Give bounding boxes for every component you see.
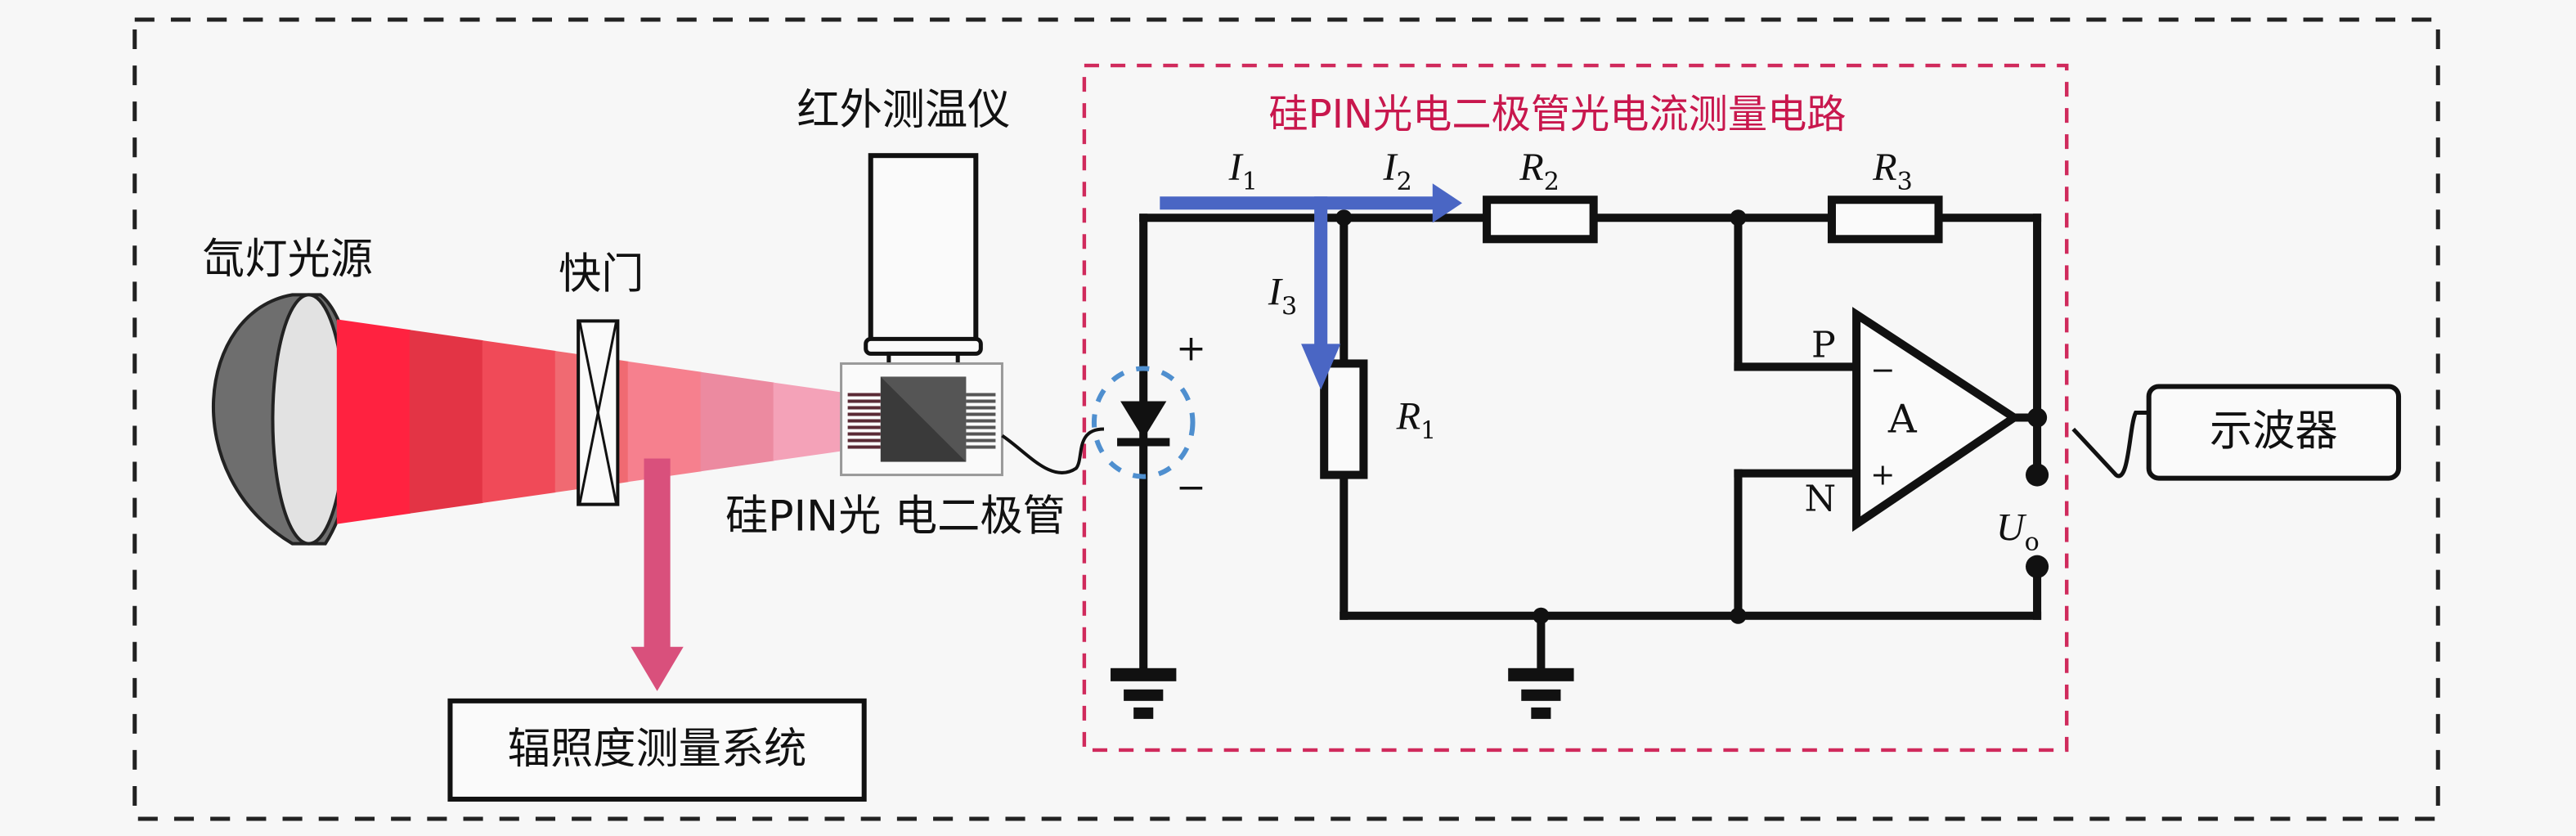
photodiode-label: 硅PIN光 电二极管	[725, 492, 1066, 542]
photodiode-pin	[966, 432, 996, 436]
beam-segment	[773, 382, 847, 461]
photodiode-pin	[847, 393, 881, 397]
current-label-i2: I2	[1383, 146, 1412, 196]
photodiode-pin	[847, 399, 881, 403]
arrowhead-i2	[1432, 183, 1462, 223]
beam-segment	[627, 361, 702, 483]
oscilloscope-label: 示波器	[2210, 407, 2338, 456]
output-terminal-bottom[interactable]	[2026, 555, 2049, 578]
arrowhead-i3	[1301, 344, 1341, 390]
oscilloscope-box[interactable]	[2146, 384, 2402, 481]
photodiode-pin	[966, 438, 996, 443]
light-beam	[336, 319, 847, 524]
opamp-minus-sign: −	[1870, 353, 1895, 388]
photodiode-pin	[966, 393, 996, 397]
opamp-plus-sign: +	[1870, 458, 1895, 492]
photodiode-pin	[847, 445, 881, 449]
ir-thermometer-label: 红外测温仪	[797, 86, 1010, 135]
beam-segment	[482, 340, 556, 503]
photodiode-pin	[966, 399, 996, 403]
photodiode-pin	[847, 419, 881, 423]
beam-segment	[336, 319, 411, 524]
ir-thermometer-icon	[864, 153, 983, 389]
opamp-pin-n: N	[1805, 479, 1837, 520]
xenon-lamp	[212, 293, 357, 546]
lamp-label: 氙灯光源	[202, 235, 373, 284]
resistor-r1	[1320, 359, 1368, 479]
current-arrow-i1-i2	[1160, 196, 1436, 210]
diode-minus: −	[1176, 467, 1206, 509]
ground-symbol-middle	[1508, 667, 1574, 719]
photodiode-pin	[966, 425, 996, 429]
junction-dots	[1335, 209, 2048, 624]
shutter	[577, 319, 620, 506]
circuit-title: 硅PIN光电二极管光电流测量电路	[1268, 92, 1846, 137]
photodiode-pin	[966, 445, 996, 449]
irradiance-arrow	[631, 458, 684, 691]
diode-plus: +	[1176, 328, 1206, 370]
photodiode-pins-left	[847, 393, 881, 449]
photodiode-pin	[847, 412, 881, 416]
photodiode-pin	[847, 432, 881, 436]
diode-highlight-circle	[1091, 366, 1196, 479]
opamp-triangle	[1852, 307, 2022, 533]
current-arrow-i3	[1314, 196, 1328, 353]
photodiode-cable	[1001, 427, 1105, 474]
opamp-pin-p: P	[1811, 324, 1836, 366]
irradiance-system-box[interactable]	[447, 698, 867, 802]
photodiode-pin	[847, 438, 881, 443]
photodiode-symbol	[1091, 366, 1196, 479]
opamp-label: A	[1887, 397, 1918, 443]
beam-segment	[700, 371, 774, 472]
photodiode-pins-right	[966, 393, 996, 449]
current-label-i3: I3	[1268, 270, 1297, 321]
current-label-i1: I1	[1228, 146, 1258, 196]
photodiode-device	[840, 362, 1003, 477]
photodiode-pin	[966, 419, 996, 423]
resistor-label-r3: R3	[1872, 146, 1913, 196]
current-arrows	[1160, 183, 1462, 390]
photodiode-pin	[966, 412, 996, 416]
output-voltage-label: Uo	[1996, 506, 2040, 557]
photodiode-pin	[847, 406, 881, 410]
resistor-label-r2: R2	[1519, 146, 1560, 196]
circuit-boundary	[1082, 63, 2069, 753]
lamp-face	[271, 293, 347, 546]
ground-symbol-left	[1111, 667, 1177, 719]
shutter-label: 快门	[559, 249, 644, 299]
photodiode-pin	[966, 406, 996, 410]
irradiance-system-label: 辐照度测量系统	[508, 725, 807, 774]
output-terminals	[2026, 463, 2049, 578]
resistor-label-r1: R1	[1396, 395, 1437, 446]
resistor-r2	[1483, 196, 1598, 244]
resistor-r3	[1827, 196, 1943, 244]
photodiode-pin	[847, 425, 881, 429]
output-terminal-top[interactable]	[2026, 463, 2049, 487]
oscilloscope-cable	[2071, 410, 2149, 479]
beam-segment	[409, 330, 483, 514]
